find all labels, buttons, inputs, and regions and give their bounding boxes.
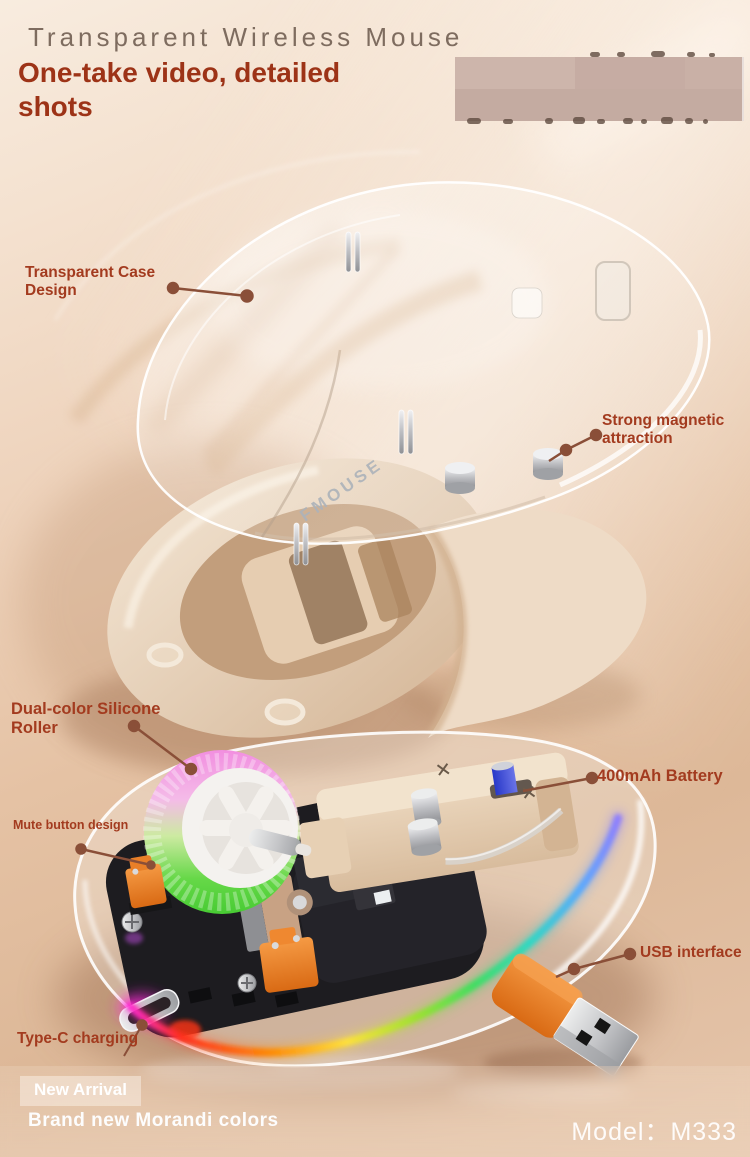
censored-text-block: [455, 51, 744, 124]
new-arrival-badge: New Arrival: [20, 1076, 141, 1106]
censor-block: [455, 57, 575, 89]
shell-posts: [293, 231, 631, 566]
floating-magnets: [445, 448, 563, 494]
callout-type-c: Type-C charging: [17, 1030, 139, 1047]
battery-box: [298, 752, 579, 892]
page-subtitle: One-take video, detailed shots: [18, 57, 341, 122]
callout-transparent-case: Transparent Case Design: [25, 264, 156, 300]
callout-battery: 400mAh Battery: [597, 767, 723, 785]
footer-tagline: Brand new Morandi colors: [28, 1110, 279, 1131]
capacitor: [491, 761, 518, 796]
usb-receiver: [491, 953, 639, 1077]
censor-block: [575, 57, 685, 89]
callout-magnetic-attraction: Strong magnetic attraction: [602, 412, 725, 448]
callout-silicone-roller: Dual-color Silicone Roller: [11, 700, 161, 738]
page-title: Transparent Wireless Mouse: [28, 22, 464, 52]
screw: [121, 911, 257, 993]
rgb-light-strip: [122, 810, 626, 1061]
callout-mute-button: Mute button design: [13, 818, 129, 832]
footer-frosted-band: [0, 1066, 750, 1157]
callout-connectors: [75, 281, 637, 1057]
weight-cylinders: [407, 788, 442, 856]
rgb-scroll-wheel: [143, 750, 312, 914]
callout-usb-interface: USB interface: [640, 944, 742, 961]
micro-switches: [125, 855, 319, 993]
censor-block: [455, 89, 742, 121]
wheel-axle: [248, 828, 312, 856]
model-number: Model：M333: [571, 1118, 737, 1146]
